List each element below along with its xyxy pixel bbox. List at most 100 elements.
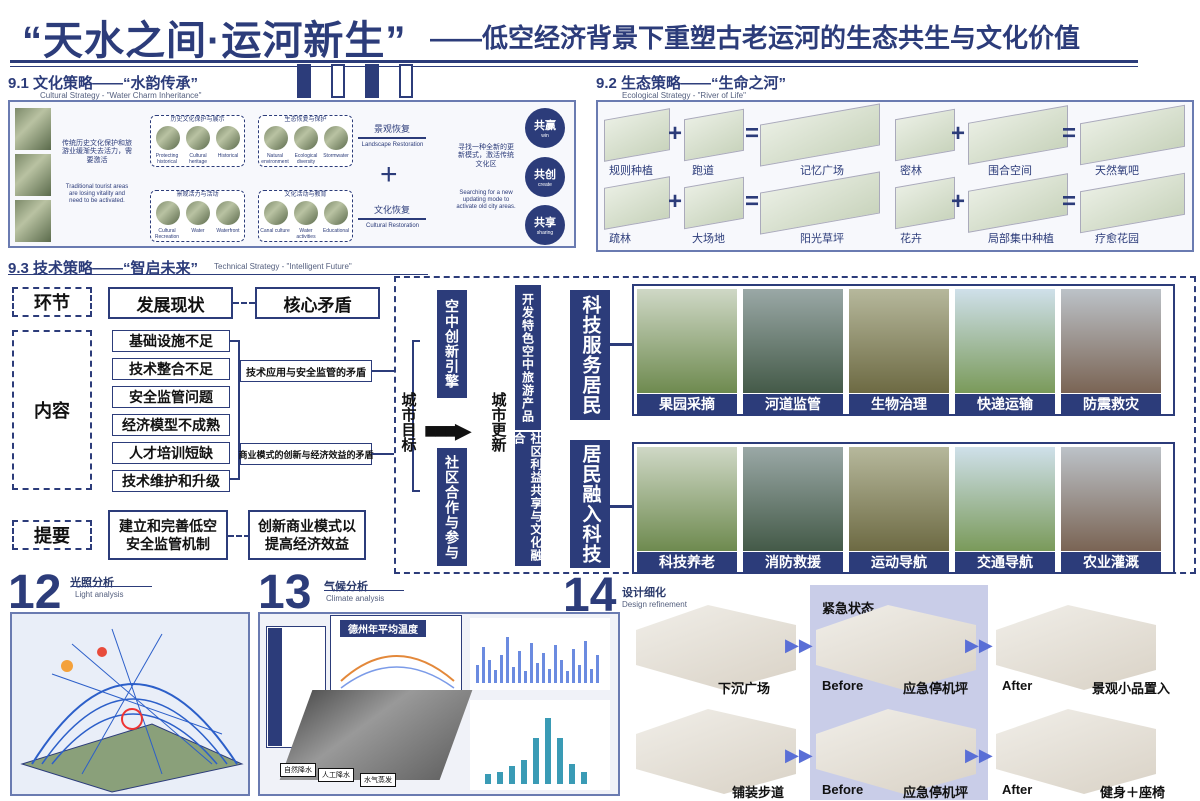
issue-item: 技术整合不足 [112, 358, 230, 380]
climate-bar-chart-1 [476, 637, 599, 683]
s91-arrow-1 [358, 137, 426, 139]
v-bar-serve: 科技服务居民 [570, 290, 610, 420]
s91-win-3-en: sharing [536, 230, 554, 236]
s91-g2-circle-2 [294, 126, 318, 150]
s91-arrow-2 [358, 218, 426, 220]
eco-label: 花卉 [900, 233, 922, 245]
app-photo [849, 289, 949, 393]
design-label: After [1002, 782, 1033, 797]
climate-line-chart [340, 655, 455, 689]
s91-win-1-en: win [541, 133, 549, 139]
s93-head-content: 内容 [12, 330, 92, 490]
app-label: 交通导航 [955, 552, 1055, 572]
s91-g3-item-1: Cultural Recreation [154, 228, 180, 240]
eco-label: 疏林 [609, 233, 631, 245]
s92-en: Ecological Strategy - "River of Life" [622, 91, 746, 100]
design-arrow-icon: ▶▶ [785, 745, 813, 765]
s14-en: Design refinement [622, 600, 687, 609]
s91-g3-circle-2 [186, 201, 210, 225]
s93-dash-1 [233, 302, 255, 304]
s91-mid2-en: Cultural Restoration [365, 223, 420, 229]
s91-g3-title: 景观活力与活动 [176, 192, 219, 198]
conflict-1: 技术应用与安全监管的矛盾 [240, 360, 372, 382]
s93-bracket [230, 340, 240, 480]
s91-g1-item-3: Historical [217, 153, 239, 159]
s91-g1-circle-2 [186, 126, 210, 150]
climate-side-stripe [268, 628, 282, 746]
app-label: 运动导航 [849, 552, 949, 572]
app-photo [955, 447, 1055, 551]
s92-num: 9.2 [596, 75, 617, 92]
s91-g3-item-3: Waterfront [216, 228, 240, 234]
climate-tag-rain: 自然降水 [280, 763, 316, 777]
design-arrow-icon: ▶▶ [785, 635, 813, 655]
s93-left-bracket [412, 340, 420, 492]
s93-title: 技术策略——“智启未来” [33, 260, 199, 277]
issue-item: 技术维护和升级 [112, 470, 230, 492]
s91-g1-title: 历史文化保护与展示 [170, 117, 225, 123]
s93-dash-2 [228, 535, 250, 537]
s93-num: 9.3 [8, 260, 29, 277]
design-label: After [1002, 678, 1033, 693]
s91-right-en: Searching for a new updating mode to act… [456, 190, 516, 211]
s91-title: 文化策略——“水韵传承” [33, 75, 199, 92]
eco-label: 天然氧吧 [1095, 165, 1139, 177]
design-panel [996, 605, 1156, 690]
conflict-2: 商业模式的创新与经济效益的矛盾 [239, 443, 374, 465]
s91-photo-3 [15, 200, 51, 242]
eco-equals: = [745, 188, 760, 215]
s91-win-3-cn: 共享 [534, 217, 556, 229]
eco-label: 大场地 [692, 233, 725, 245]
design-label: 景观小品置入 [1092, 681, 1171, 696]
s91-right-cn: 寻找一种全新的更新模式，激活传统文化区 [458, 144, 514, 168]
s93-en: Technical Strategy - "Intelligent Future… [214, 262, 352, 271]
light-analysis-frame [10, 612, 250, 796]
s93-head-status: 发展现状 [108, 287, 233, 319]
issue-item: 基础设施不足 [112, 330, 230, 352]
app-photo [849, 447, 949, 551]
s13-num: 13 [258, 566, 312, 619]
eco-plus: + [668, 188, 683, 215]
binder-clip-2 [331, 64, 345, 98]
design-label: Before [822, 678, 864, 693]
app-photo [1061, 447, 1161, 551]
design-panel [636, 709, 796, 794]
s91-g2-item-3: Stormwater [323, 153, 349, 159]
design-label: 下沉广场 [718, 681, 771, 696]
eco-plus: + [668, 120, 683, 147]
design-label: 应急停机坪 [903, 785, 969, 800]
s91-g1-item-2: Cultural heritage [188, 153, 208, 165]
app-label: 农业灌溉 [1061, 552, 1161, 572]
s12-cn: 光照分析 [70, 577, 114, 589]
apps-top-frame [632, 284, 1175, 416]
s91-mid2-cn: 文化恢复 [373, 205, 410, 215]
design-label: 应急停机坪 [903, 681, 969, 696]
eco-label: 密林 [900, 165, 922, 177]
s92-title: 生态策略——“生命之河” [621, 75, 787, 92]
s91-mid1-en: Landscape Restoration [361, 142, 424, 148]
s91-g1-circle-3 [216, 126, 240, 150]
app-photo [637, 447, 737, 551]
s93-head-summary: 提要 [12, 520, 92, 550]
s93-head-conflict: 核心矛盾 [255, 287, 380, 319]
design-label: 健身＋座椅 [1100, 785, 1166, 800]
s91-win-2-cn: 共创 [534, 169, 556, 181]
app-photo [637, 289, 737, 393]
eco-equals: = [745, 120, 760, 147]
s91-g1-item-1: Protecting historical [155, 153, 179, 165]
city-renew: 城市更新 [489, 392, 507, 452]
climate-bar-chart-2 [485, 718, 587, 784]
design-arrow-icon: ▶▶ [965, 745, 993, 765]
design-label: Before [822, 782, 864, 797]
eco-label: 规则种植 [609, 165, 653, 177]
title-rule [10, 60, 1138, 63]
eco-equals: = [1062, 120, 1077, 147]
issue-item: 人才培训短缺 [112, 442, 230, 464]
s91-g2-circle-3 [324, 126, 348, 150]
eco-label: 局部集中种植 [988, 233, 1054, 245]
s93-connector-1 [372, 370, 394, 372]
issue-item: 安全监管问题 [112, 386, 230, 408]
title-rule-thin [10, 66, 1138, 67]
